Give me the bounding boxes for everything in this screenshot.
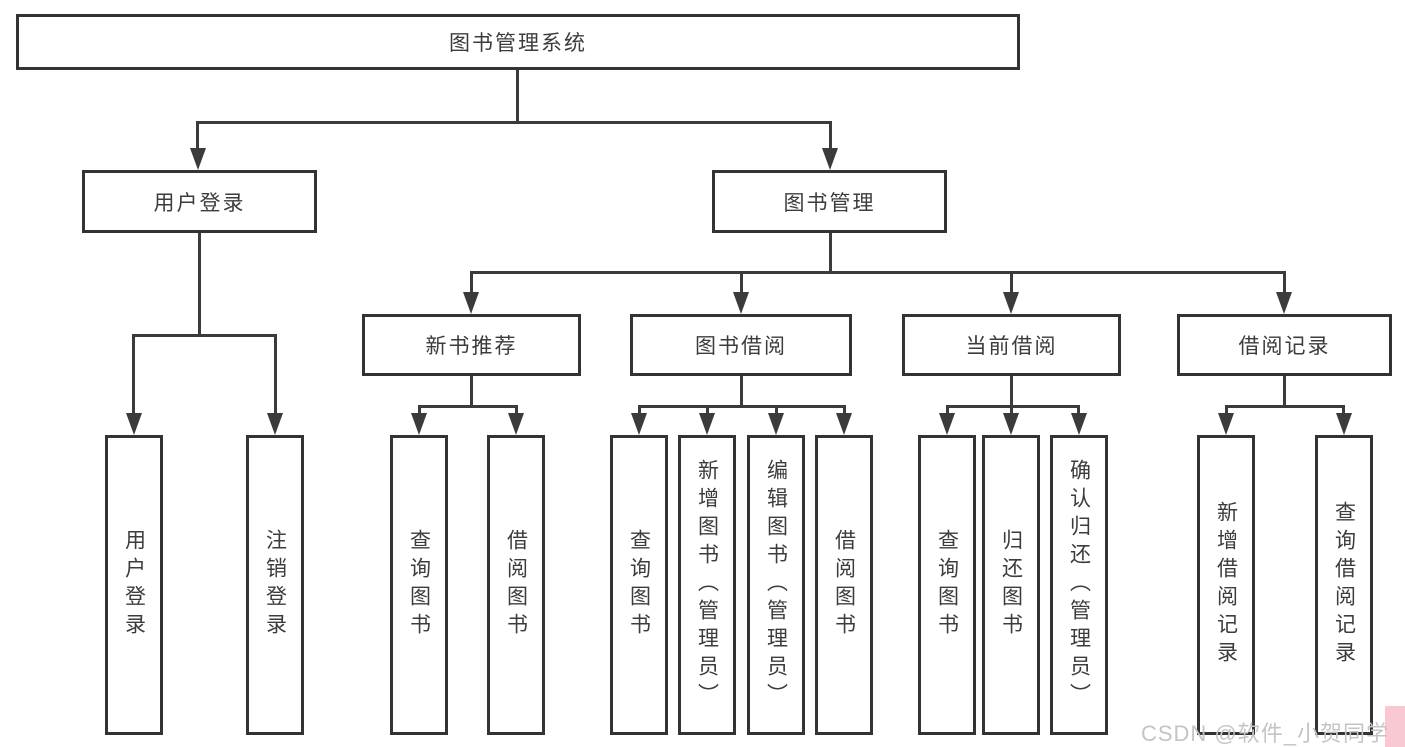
leaf-query-borrow-record-label: 查询借阅记录 xyxy=(1332,501,1356,669)
node-user-login-label: 用户登录 xyxy=(153,191,246,215)
leaf-add-borrow-record: 新增借阅记录 xyxy=(1197,435,1255,735)
leaf-query-books-current-label: 查询图书 xyxy=(935,529,959,641)
arrow-down-icon xyxy=(508,413,524,435)
connector-vline xyxy=(1342,405,1345,415)
leaf-query-books-borrowing: 查询图书 xyxy=(610,435,668,735)
leaf-user-login: 用户登录 xyxy=(105,435,163,735)
node-book-borrowing-label: 图书借阅 xyxy=(695,335,787,358)
watermark: CSDN @软件_小贺同学 xyxy=(1140,721,1389,746)
arrow-down-icon xyxy=(1003,292,1019,314)
leaf-query-books-recommend: 查询图书 xyxy=(390,435,448,735)
arrow-down-icon xyxy=(1003,413,1019,435)
connector-vline xyxy=(470,376,473,407)
leaf-borrow-books-recommend: 借阅图书 xyxy=(487,435,545,735)
leaf-query-books-recommend-label: 查询图书 xyxy=(407,529,431,641)
node-user-login: 用户登录 xyxy=(82,170,317,233)
connector-vline xyxy=(1010,376,1013,407)
connector-vline xyxy=(1010,405,1013,415)
node-borrow-records: 借阅记录 xyxy=(1177,314,1392,376)
arrow-down-icon xyxy=(939,413,955,435)
connector-vline xyxy=(1225,405,1228,415)
arrow-down-icon xyxy=(267,413,283,435)
leaf-add-book-admin-label: 新增图书（管理员） xyxy=(695,459,719,711)
connector-vline xyxy=(196,121,199,149)
arrow-down-icon xyxy=(699,413,715,435)
node-new-book-recommend-label: 新书推荐 xyxy=(425,335,518,358)
leaf-logout: 注销登录 xyxy=(246,435,304,735)
leaf-confirm-return-admin-label: 确认归还（管理员） xyxy=(1067,459,1091,711)
leaf-edit-book-admin: 编辑图书（管理员） xyxy=(747,435,805,735)
connector-hline xyxy=(946,405,1080,408)
connector-vline xyxy=(274,334,277,414)
arrow-down-icon xyxy=(1336,413,1352,435)
arrow-down-icon xyxy=(1071,413,1087,435)
arrow-down-icon xyxy=(411,413,427,435)
arrow-down-icon xyxy=(1276,292,1292,314)
node-book-borrowing: 图书借阅 xyxy=(630,314,852,376)
arrow-down-icon xyxy=(733,292,749,314)
arrow-down-icon xyxy=(822,148,838,170)
connector-vline xyxy=(706,405,709,415)
leaf-borrow-books: 借阅图书 xyxy=(815,435,873,735)
arrow-down-icon xyxy=(1218,413,1234,435)
arrow-down-icon xyxy=(836,413,852,435)
leaf-query-books-borrowing-label: 查询图书 xyxy=(627,529,651,641)
connector-vline xyxy=(418,405,421,415)
connector-hline xyxy=(470,271,1285,274)
leaf-confirm-return-admin: 确认归还（管理员） xyxy=(1050,435,1108,735)
node-library-system: 图书管理系统 xyxy=(16,14,1020,70)
leaf-user-login-label: 用户登录 xyxy=(122,529,146,641)
leaf-add-borrow-record-label: 新增借阅记录 xyxy=(1214,501,1238,669)
leaf-return-book-label: 归还图书 xyxy=(999,529,1023,641)
connector-hline xyxy=(132,334,277,337)
connector-vline xyxy=(946,405,949,415)
connector-vline xyxy=(829,121,832,149)
leaf-borrow-books-recommend-label: 借阅图书 xyxy=(504,529,528,641)
leaf-add-book-admin: 新增图书（管理员） xyxy=(678,435,736,735)
node-book-management: 图书管理 xyxy=(712,170,947,233)
leaf-edit-book-admin-label: 编辑图书（管理员） xyxy=(764,459,788,711)
connector-vline xyxy=(515,405,518,415)
connector-vline xyxy=(516,70,519,121)
connector-vline xyxy=(470,271,473,294)
connector-vline xyxy=(829,233,832,273)
arrow-down-icon xyxy=(631,413,647,435)
node-borrow-records-label: 借阅记录 xyxy=(1238,335,1331,358)
leaf-query-books-current: 查询图书 xyxy=(918,435,976,735)
connector-vline xyxy=(740,376,743,407)
connector-vline xyxy=(198,233,201,336)
connector-vline xyxy=(775,405,778,415)
node-current-borrowing-label: 当前借阅 xyxy=(965,335,1058,358)
connector-vline xyxy=(1077,405,1080,415)
watermark-accent-strip xyxy=(1385,706,1405,747)
connector-vline xyxy=(843,405,846,415)
node-library-system-label: 图书管理系统 xyxy=(449,32,587,55)
connector-hline xyxy=(418,405,518,408)
node-new-book-recommend: 新书推荐 xyxy=(362,314,581,376)
connector-vline xyxy=(1283,376,1286,407)
connector-vline xyxy=(740,271,743,294)
arrow-down-icon xyxy=(126,413,142,435)
arrow-down-icon xyxy=(190,148,206,170)
leaf-query-borrow-record: 查询借阅记录 xyxy=(1315,435,1373,735)
arrow-down-icon xyxy=(463,292,479,314)
connector-hline xyxy=(1225,405,1344,408)
leaf-return-book: 归还图书 xyxy=(982,435,1040,735)
connector-vline xyxy=(1283,271,1286,294)
connector-hline xyxy=(196,121,832,124)
connector-hline xyxy=(638,405,846,408)
node-book-management-label: 图书管理 xyxy=(783,191,876,215)
connector-vline xyxy=(132,334,135,414)
leaf-borrow-books-label: 借阅图书 xyxy=(832,529,856,641)
leaf-logout-label: 注销登录 xyxy=(263,529,287,641)
node-current-borrowing: 当前借阅 xyxy=(902,314,1121,376)
arrow-down-icon xyxy=(768,413,784,435)
connector-vline xyxy=(638,405,641,415)
connector-vline xyxy=(1010,271,1013,294)
